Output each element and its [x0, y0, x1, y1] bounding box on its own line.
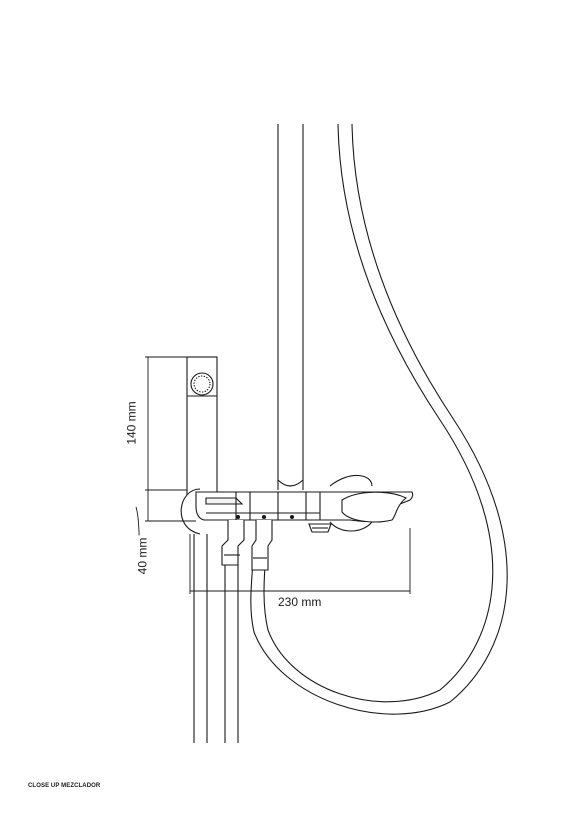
- dimension-label-40mm: 40 mm: [135, 535, 150, 577]
- outlet-nut: [308, 523, 332, 533]
- shower-hose: [250, 123, 508, 715]
- hose-connector-left: [221, 520, 245, 566]
- wall-flange-left: [180, 488, 201, 535]
- supply-pipes: [193, 534, 239, 743]
- diverter-knob: [329, 474, 408, 532]
- hose-connector-right: [251, 520, 273, 571]
- dimension-label-140mm: 140 mm: [124, 399, 139, 447]
- caption: CLOSE UP MEZCLADOR: [28, 783, 101, 789]
- dimension-230mm: [189, 528, 411, 594]
- riser-pipe: [277, 124, 304, 490]
- dimension-label-230mm: 230 mm: [276, 595, 324, 609]
- hand-shower-holder: [186, 356, 218, 498]
- dimension-140mm: [145, 356, 187, 491]
